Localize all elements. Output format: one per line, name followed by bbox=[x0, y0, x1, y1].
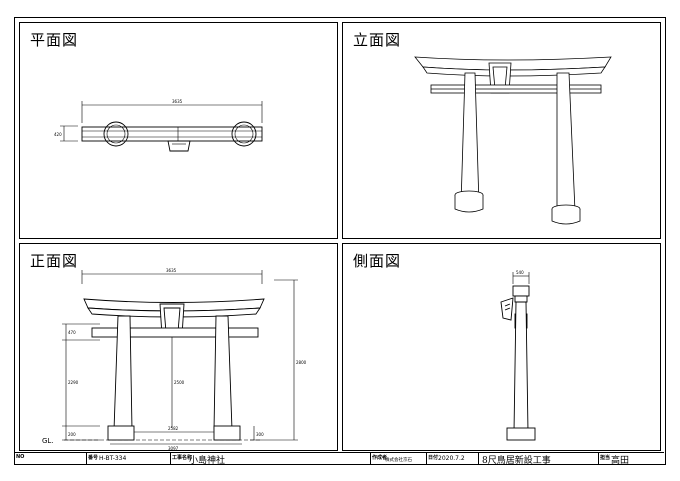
plan-view-title: 平面図 bbox=[30, 31, 79, 49]
title-block-number-value: H-BT-334 bbox=[99, 455, 127, 462]
title-block-person-value: 高田 bbox=[611, 456, 630, 466]
elevation-view-title: 立面図 bbox=[353, 31, 402, 49]
title-block-number-cell: 番号 H-BT-334 bbox=[87, 453, 171, 464]
front-view-drawing: 3635 2800 2290 2500 2582 3097 470 200 30… bbox=[42, 268, 307, 451]
title-block-number-label: 番号 bbox=[88, 455, 99, 461]
front-dim-small-bottom: 200 bbox=[68, 432, 76, 437]
plan-dim-depth: 420 bbox=[54, 132, 62, 137]
plan-dim-total: 3635 bbox=[172, 99, 183, 104]
title-block-project-label: 工事名称 bbox=[172, 455, 193, 461]
plan-view-panel: 平面図 bbox=[19, 22, 338, 239]
title-block-author-cell: 作成者 株式会社京石 bbox=[371, 453, 427, 464]
front-dim-center: 2500 bbox=[174, 380, 185, 385]
plan-view-drawing: 3635 420 bbox=[54, 99, 263, 152]
title-block-person-cell: 担当 高田 bbox=[599, 453, 664, 466]
front-dim-height-total: 2800 bbox=[296, 360, 307, 365]
front-view-title: 正面図 bbox=[30, 252, 79, 270]
title-block-author-value: 株式会社京石 bbox=[385, 458, 412, 463]
elevation-view-drawing bbox=[414, 56, 612, 225]
front-dim-small-top: 470 bbox=[68, 330, 76, 335]
title-block-date-cell: 日付 2020.7.2 bbox=[427, 453, 479, 464]
title-block-no-cell: NO bbox=[15, 453, 87, 464]
front-dim-pillar: 2290 bbox=[68, 380, 79, 385]
title-block-date-value: 2020.7.2 bbox=[438, 455, 465, 462]
side-view-title: 側面図 bbox=[353, 252, 402, 270]
title-block-no-label: NO bbox=[16, 454, 25, 460]
side-view-drawing: 540 bbox=[500, 270, 536, 441]
front-dim-top: 3635 bbox=[166, 268, 177, 273]
front-view-panel: 正面図 bbox=[19, 243, 338, 451]
title-block-project-value: 小島神社 bbox=[189, 456, 226, 466]
title-block-work-value: 8尺鳥居新設工事 bbox=[482, 456, 551, 466]
elevation-view-panel: 立面図 bbox=[342, 22, 661, 239]
title-block: NO 番号 H-BT-334 工事名称 小島神社 作成者 株式会社京石 日付 2… bbox=[15, 452, 664, 466]
side-dim-top: 540 bbox=[516, 270, 524, 275]
front-dim-inner: 2582 bbox=[168, 426, 179, 431]
title-block-person-label: 担当 bbox=[600, 455, 611, 461]
front-dim-right-small: 300 bbox=[256, 432, 264, 437]
side-view-panel: 側面図 540 bbox=[342, 243, 661, 451]
title-block-project-cell: 工事名称 小島神社 bbox=[171, 453, 371, 466]
ground-level-label: GL. bbox=[42, 437, 54, 445]
drawing-sheet: 平面図 bbox=[14, 17, 666, 466]
front-dim-base: 3097 bbox=[168, 446, 179, 451]
title-block-date-label: 日付 bbox=[428, 455, 439, 461]
title-block-work-cell: 8尺鳥居新設工事 bbox=[479, 453, 599, 466]
title-block-author-label: 作成者 bbox=[372, 455, 388, 461]
